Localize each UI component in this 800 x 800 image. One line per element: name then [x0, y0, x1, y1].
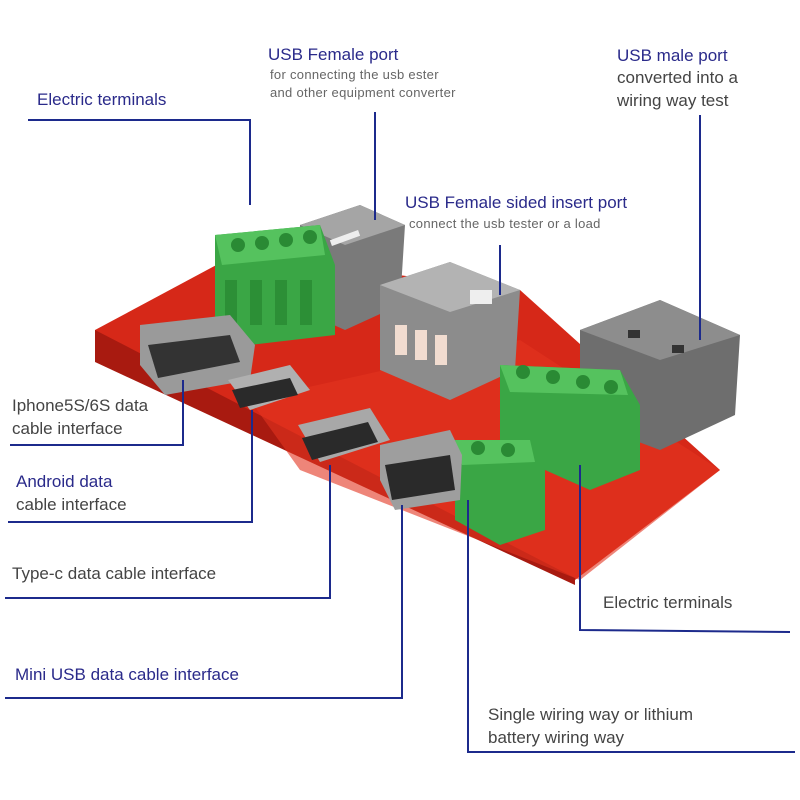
- leader-lines: [5, 112, 795, 753]
- terminal-block-top-left: [215, 225, 335, 345]
- label-usb-female-port-desc-1: for connecting the usb ester: [270, 67, 439, 82]
- micro-usb-port: [228, 365, 310, 410]
- label-typec-interface: Type-c data cable interface: [12, 564, 217, 583]
- leader-iphone: [10, 380, 184, 446]
- type-c-port: [298, 408, 390, 462]
- label-single-wiring-2: battery wiring way: [488, 728, 625, 747]
- label-usb-male-port: USB male port: [617, 46, 728, 65]
- mini-usb-port: [380, 430, 462, 510]
- label-usb-female-port: USB Female port: [268, 45, 399, 64]
- label-iphone-interface-1: Iphone5S/6S data: [12, 396, 149, 415]
- label-mini-usb-interface: Mini USB data cable interface: [15, 665, 239, 684]
- leader-single-wiring: [467, 500, 795, 753]
- leader-electric-terminals-bottom: [579, 465, 791, 633]
- leader-typec: [5, 465, 331, 599]
- label-usb-female-sided-port: USB Female sided insert port: [405, 193, 628, 212]
- label-usb-female-port-desc-2: and other equipment converter: [270, 85, 456, 100]
- label-usb-female-sided-port-desc: connect the usb tester or a load: [409, 216, 601, 231]
- label-electric-terminals-top: Electric terminals: [37, 90, 167, 109]
- label-single-wiring-1: Single wiring way or lithium: [488, 705, 694, 724]
- leader-electric-terminals-top: [28, 119, 251, 205]
- terminal-block-bottom: [455, 440, 545, 545]
- leader-android: [8, 410, 253, 523]
- label-usb-male-port-desc-1: converted into a: [617, 68, 738, 87]
- lightning-port: [140, 315, 255, 395]
- leader-mini-usb: [5, 505, 403, 699]
- label-usb-male-port-desc-2: wiring way test: [617, 91, 729, 110]
- label-android-interface-2: cable interface: [16, 495, 127, 514]
- label-android-interface-1: Android data: [16, 472, 113, 491]
- usb-female-sided-port: [380, 262, 520, 400]
- label-iphone-interface-2: cable interface: [12, 419, 123, 438]
- label-electric-terminals-bottom: Electric terminals: [603, 593, 733, 612]
